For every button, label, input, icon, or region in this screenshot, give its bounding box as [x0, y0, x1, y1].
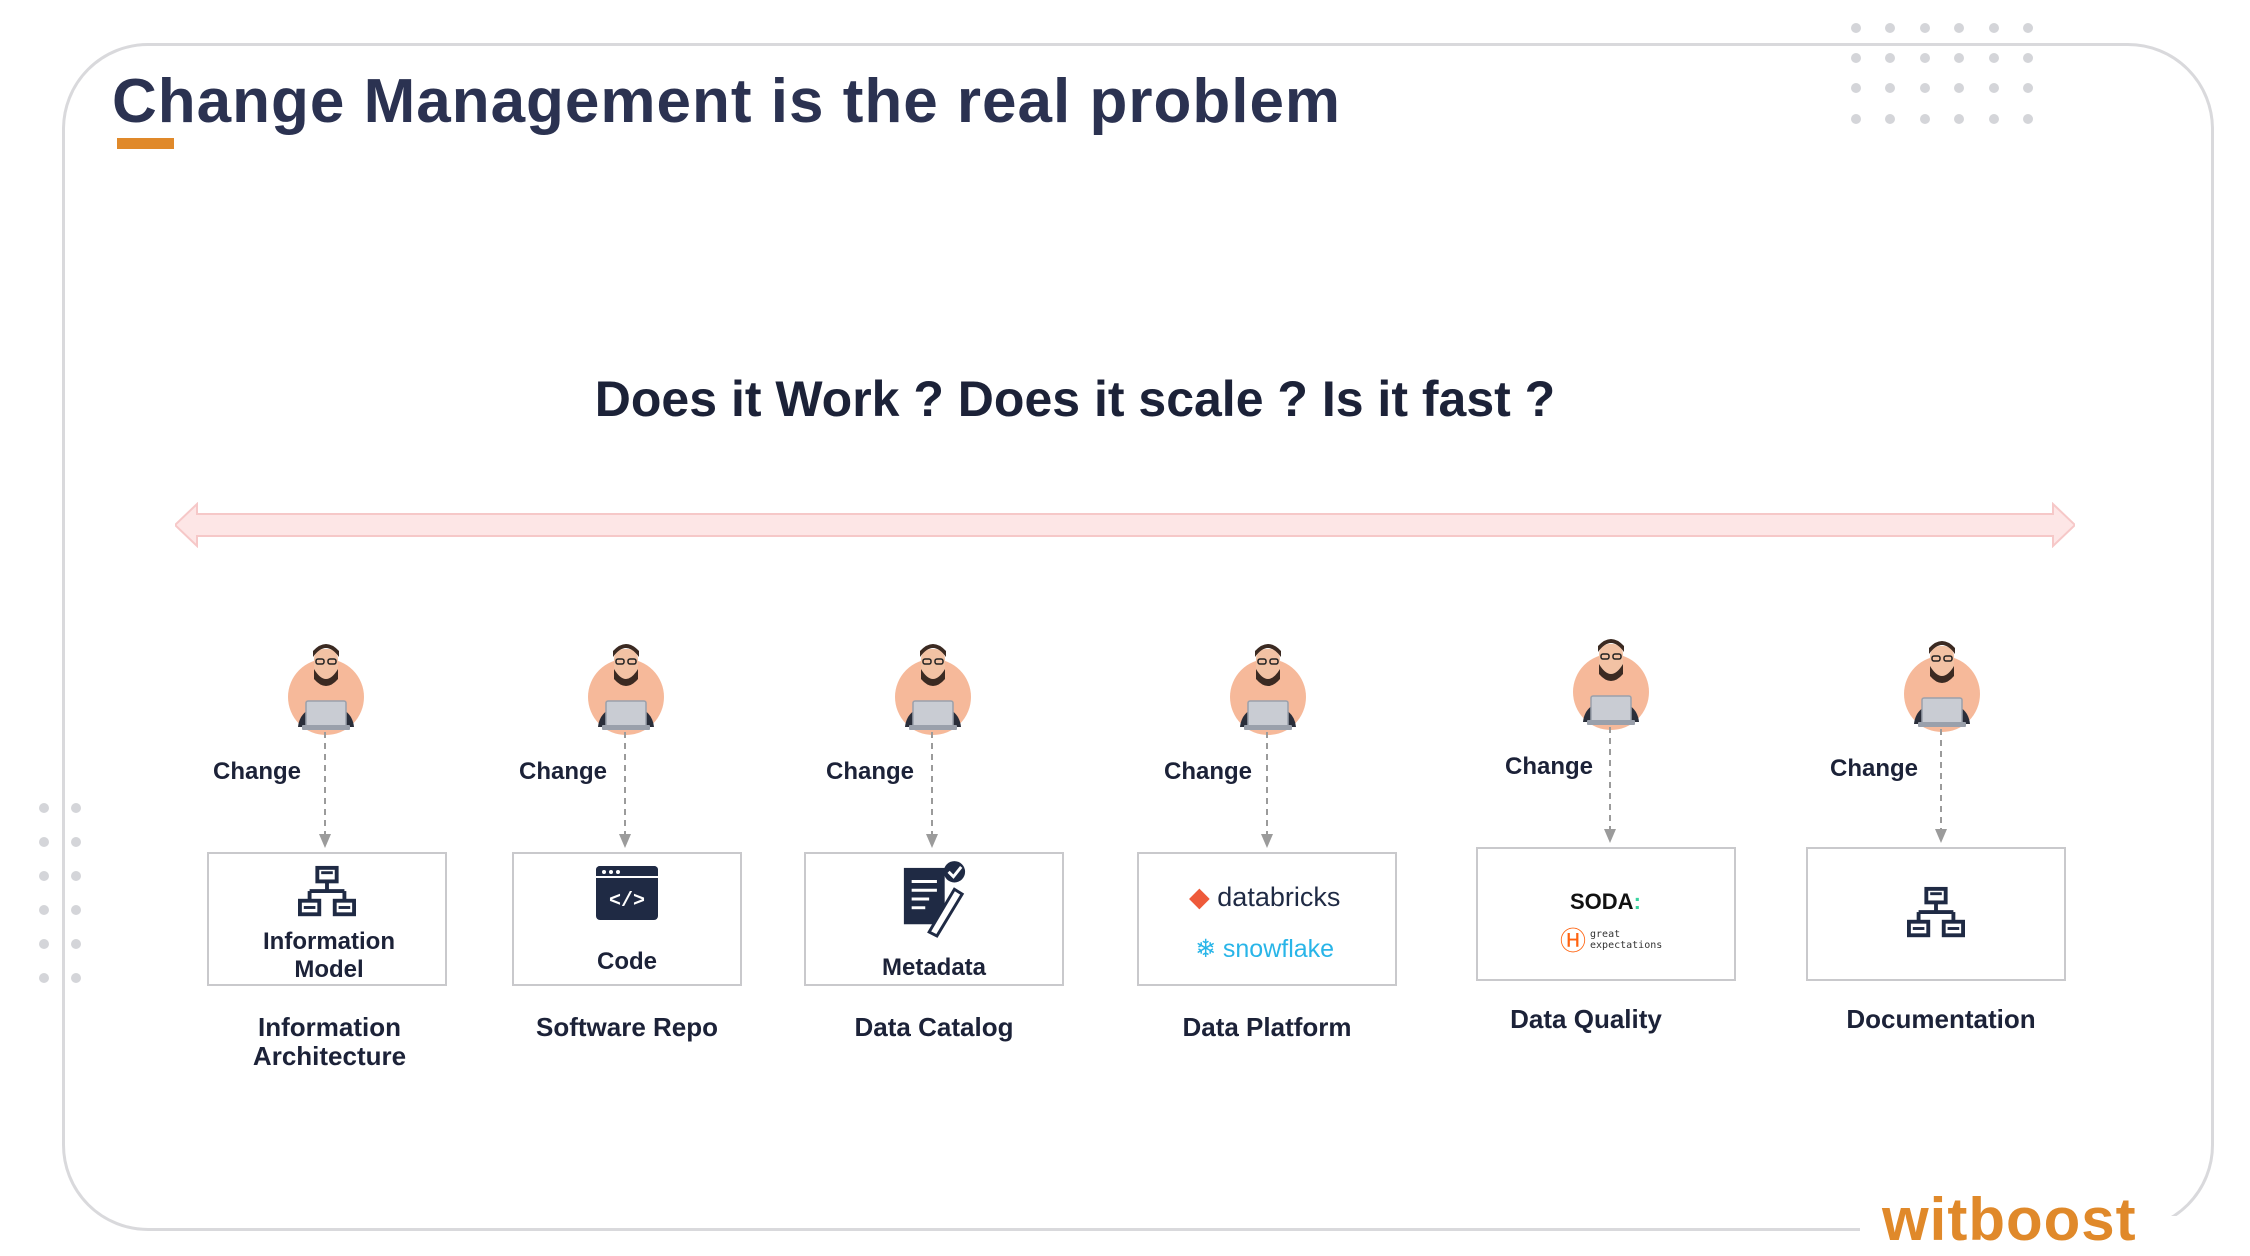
databricks-logo: ◆ databricks [1189, 882, 1340, 913]
component-box: </> Code [512, 852, 742, 986]
person-avatar [891, 635, 975, 735]
component-box: Metadata [804, 852, 1064, 986]
ge-word-2: expectations [1590, 940, 1663, 951]
snowflake-wordmark: snowflake [1222, 935, 1335, 963]
hierarchy-icon [1808, 885, 2064, 948]
soda-logo: SODA: [1570, 889, 1641, 915]
change-label: Change [213, 758, 302, 785]
snowflake-icon: ❄ [1195, 935, 1216, 963]
person-avatar [1900, 632, 1984, 732]
person-avatar [1569, 630, 1653, 730]
change-label: Change [1505, 753, 1594, 780]
box-label: Information Model [263, 928, 395, 983]
component-caption: Data Quality [1510, 1004, 1662, 1034]
svg-text:</>: </> [609, 890, 645, 913]
slide-frame [62, 43, 2214, 1231]
box-label: Code [597, 948, 657, 975]
double-arrow [175, 502, 2075, 548]
databricks-wordmark: databricks [1217, 882, 1341, 912]
change-arrow [1259, 732, 1275, 848]
soda-wordmark: SODA [1570, 889, 1634, 914]
soda-mark: : [1633, 889, 1641, 914]
decorative-dots-left [39, 803, 81, 983]
person-avatar [284, 635, 368, 735]
document-check-icon [806, 860, 1062, 943]
component-box: Information Model [207, 852, 447, 986]
component-caption: Data Catalog [854, 1012, 1014, 1042]
decorative-dots-top-right [1851, 23, 2033, 124]
hierarchy-icon [209, 864, 445, 927]
person-avatar [584, 635, 668, 735]
page-title: Change Management is the real problem [112, 67, 1342, 136]
change-label: Change [1830, 755, 1919, 782]
change-label: Change [1164, 758, 1253, 785]
component-caption: Software Repo [535, 1012, 719, 1042]
change-label: Change [826, 758, 915, 785]
component-caption: Documentation [1846, 1004, 2036, 1034]
change-arrow [924, 732, 940, 848]
code-window-icon: </> [514, 864, 740, 927]
frame-gap [1860, 1216, 2190, 1246]
subtitle: Does it Work ? Does it scale ? Is it fas… [594, 371, 1556, 427]
title-underline [117, 138, 174, 149]
ge-word-1: great [1590, 929, 1621, 940]
component-caption: Information Architecture [252, 1012, 407, 1071]
component-box: ◆ databricks❄ snowflake [1137, 852, 1397, 986]
change-label: Change [519, 758, 608, 785]
change-arrow [617, 732, 633, 848]
snowflake-logo: ❄ snowflake [1195, 934, 1334, 964]
databricks-icon: ◆ [1189, 882, 1210, 912]
component-caption: Data Platform [1182, 1012, 1352, 1042]
component-box [1806, 847, 2066, 981]
change-arrow [1602, 727, 1618, 843]
box-label: Metadata [881, 954, 987, 981]
person-avatar [1226, 635, 1310, 735]
witboost-logo: witboost [1882, 1186, 2137, 1253]
change-arrow [1933, 729, 1949, 843]
change-arrow [317, 732, 333, 848]
great-expectations-icon: Ⓗ [1560, 927, 1587, 957]
